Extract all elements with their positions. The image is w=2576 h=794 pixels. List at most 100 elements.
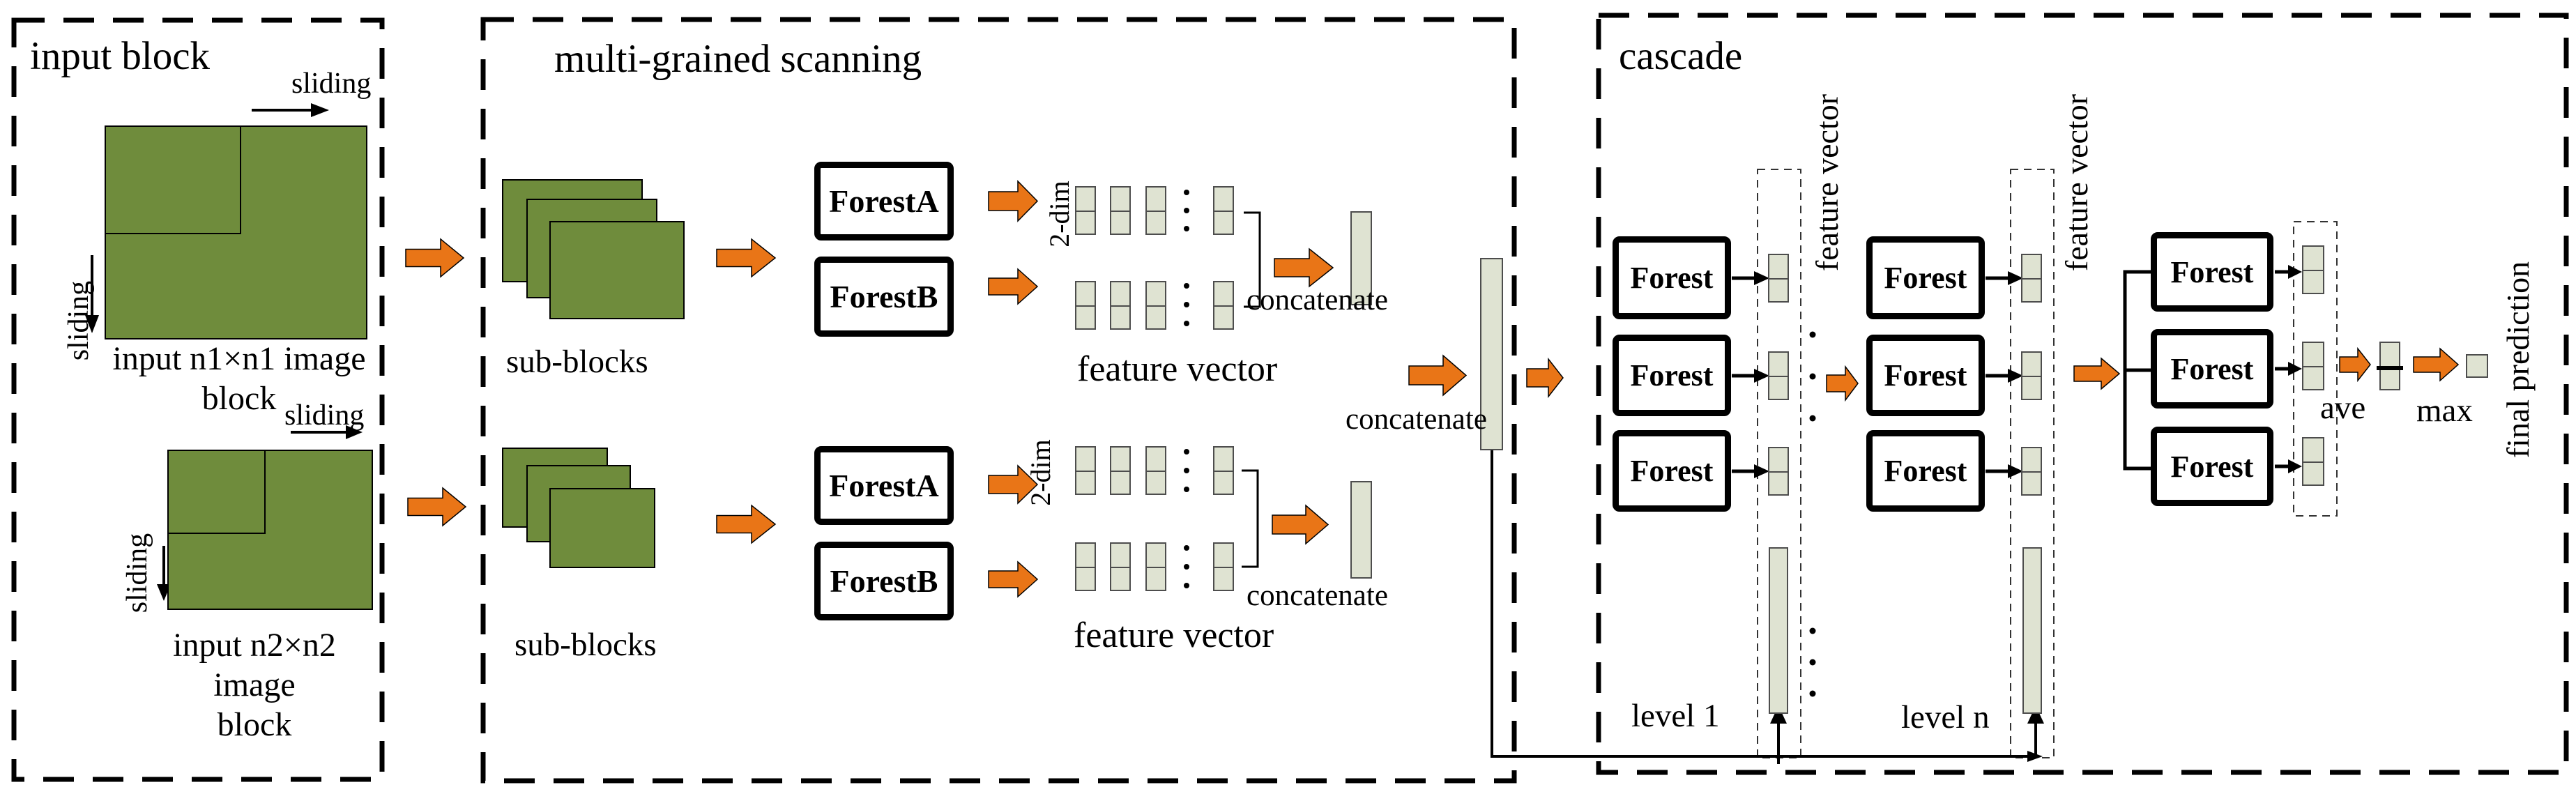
cascade-ln-forest-3: Forest (1866, 430, 1985, 512)
sliding-window-1 (105, 125, 241, 234)
flow-arrow-forestb1-out (988, 268, 1039, 305)
feature-cell (1145, 281, 1166, 330)
averaged-vector (2377, 342, 2403, 390)
concat-bar-row1 (1350, 211, 1372, 305)
feature-cell (1075, 542, 1096, 591)
input-image-block-2 (167, 450, 373, 610)
flow-arrow-scanning-to-cascade (1526, 357, 1564, 399)
level1-label: level 1 (1631, 698, 1720, 734)
feature-vector-label-leveln: feature vector (2059, 93, 2094, 272)
max-cell (2466, 354, 2488, 378)
ellipsis-dots-between-level-bars (1809, 627, 1816, 697)
input-block-2-caption: input n2×n2 image block (129, 625, 380, 745)
cascade-ln-forest-3-label: Forest (1884, 454, 1967, 488)
flow-arrow-max (2413, 347, 2460, 382)
feature-cell (2302, 437, 2324, 486)
final-forest-2: Forest (2151, 329, 2273, 409)
feature-cell (1075, 186, 1096, 235)
cascade-ln-forest-1-label: Forest (1884, 261, 1967, 295)
feature-cell (1213, 281, 1234, 330)
cascade-title: cascade (1619, 34, 1743, 78)
flow-arrow-concat-row1 (1274, 247, 1334, 288)
sliding-top-label-2: sliding (284, 399, 365, 432)
sliding-window-2 (167, 450, 266, 534)
leveln-input-bar (2022, 547, 2042, 714)
cascade-ln-forest-2: Forest (1866, 335, 1985, 416)
concat-bar-merged (1480, 258, 1503, 450)
arrowhead-ff3 (2288, 459, 2302, 473)
feature-cell (1075, 281, 1096, 330)
final-forest-3-label: Forest (2170, 449, 2254, 484)
caption2-line1: input n2×n2 image (173, 627, 336, 703)
ellipsis-dots-row2b (1184, 545, 1189, 588)
concatenate-label-merged: concatenate (1346, 403, 1487, 436)
sub-blocks-label-1: sub-blocks (506, 344, 648, 380)
flow-arrow-concat-row2 (1272, 504, 1329, 545)
two-dim-label-1: 2-dim (1044, 181, 1075, 247)
final-forest-3: Forest (2151, 427, 2273, 506)
sliding-left-label-2: sliding (121, 533, 153, 613)
final-forest-1-label: Forest (2170, 254, 2254, 289)
caption1-line2: block (201, 380, 277, 417)
forest-a-box-1: ForestA (814, 162, 954, 241)
sliding-right-arrowhead-1 (311, 103, 329, 117)
feature-cell (1768, 447, 1789, 496)
multi-grained-panel-border (480, 17, 1517, 784)
flow-arrow-foresta1-out (988, 180, 1039, 222)
ellipsis-dots-row1a (1184, 190, 1189, 231)
feature-cell (1110, 446, 1131, 495)
forest-b-box-2: ForestB (814, 542, 954, 620)
forest-b-label-2: ForestB (830, 563, 938, 599)
feature-cell (1110, 186, 1131, 235)
flow-arrow-subblocks2-to-forests (716, 504, 777, 544)
flow-arrow-input2-to-scanning (407, 487, 467, 527)
feature-vector-label-2: feature vector (1074, 616, 1274, 655)
feature-cell (2021, 447, 2042, 496)
ellipsis-dots-row2a (1184, 449, 1189, 492)
final-forest-2-label: Forest (2170, 351, 2254, 386)
feature-cell (1213, 186, 1234, 235)
ellipsis-dots-between-levels (1809, 331, 1816, 422)
cascade-l1-forest-3: Forest (1613, 430, 1731, 512)
ave-label: ave (2320, 390, 2366, 426)
feature-cell (1213, 446, 1234, 495)
flow-arrow-ave (2339, 346, 2371, 383)
flow-arrow-level1-to-leveln (1826, 365, 1859, 402)
leveln-label: level n (1901, 699, 1990, 735)
cascade-l1-forest-1-label: Forest (1630, 261, 1714, 295)
input-block-1-caption: input n1×n1 image block (103, 339, 375, 418)
multi-grained-title: multi-grained scanning (554, 37, 922, 81)
sliding-top-label-1: sliding (291, 68, 372, 100)
feature-cell (2302, 245, 2324, 294)
bracket-final-forests (2123, 270, 2151, 471)
feature-cell (1110, 542, 1131, 591)
flow-arrow-forestb2-out (988, 560, 1039, 598)
feature-cell (1768, 254, 1789, 303)
concatenate-label-1: concatenate (1247, 284, 1388, 316)
bracket-row2 (1242, 469, 1259, 568)
feature-vector-label-1: feature vector (1077, 349, 1278, 389)
two-dim-label-2: 2-dim (1025, 439, 1056, 506)
feedback-arrowhead-right (2027, 751, 2043, 762)
feature-cell (2021, 351, 2042, 400)
feature-vector-label-level1: feature vector (1809, 93, 1845, 272)
forest-a-label-2: ForestA (829, 468, 939, 503)
feature-cell (2021, 254, 2042, 303)
input-image-block-1 (105, 125, 367, 339)
flow-arrow-merge-concat (1408, 354, 1468, 397)
final-prediction-label: final prediction (2500, 261, 2536, 459)
sub-block-2-front (549, 488, 655, 568)
forest-b-box-1: ForestB (814, 257, 954, 337)
feature-cell (1145, 186, 1166, 235)
cascade-l1-forest-2-label: Forest (1630, 358, 1714, 392)
cascade-ln-forest-1: Forest (1866, 236, 1985, 319)
cascade-l1-forest-2: Forest (1613, 335, 1731, 416)
feature-cell (1110, 281, 1131, 330)
caption2-line2: block (217, 706, 292, 743)
forest-a-label-1: ForestA (829, 183, 939, 219)
level1-input-bar (1769, 547, 1788, 714)
final-forest-1: Forest (2151, 232, 2273, 312)
max-label: max (2416, 392, 2473, 429)
forest-b-label-1: ForestB (830, 279, 938, 314)
